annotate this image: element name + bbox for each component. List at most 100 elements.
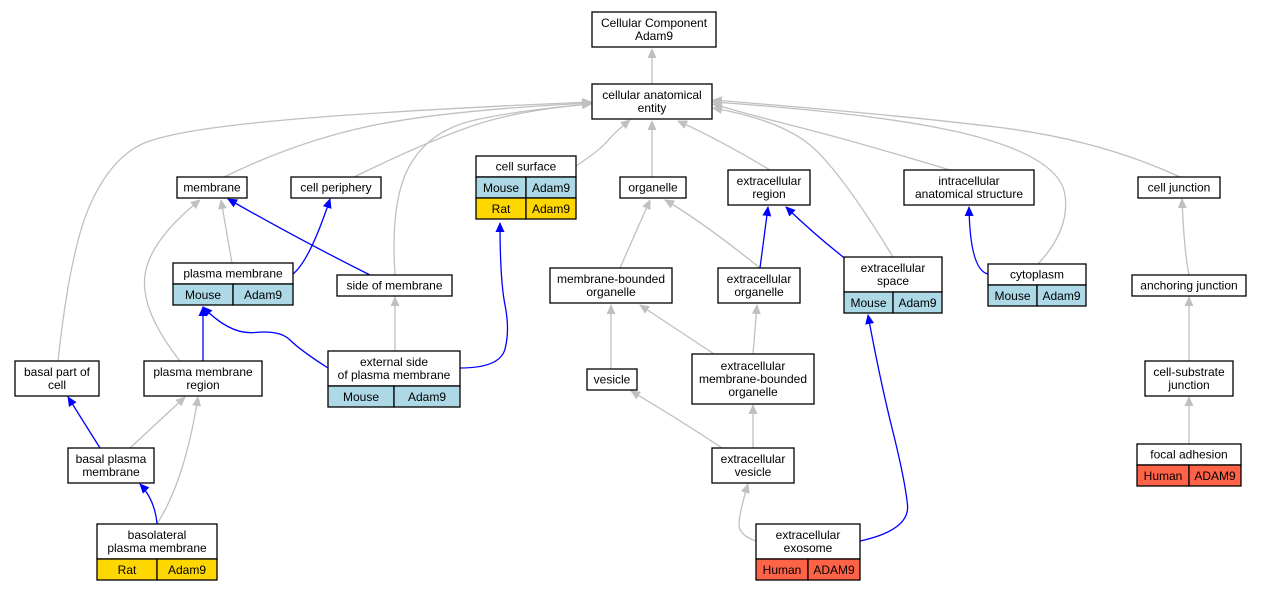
node-cytoplasm-label: cytoplasm — [1010, 268, 1064, 282]
node-cae-box — [591, 83, 713, 120]
node-focal-adhesion-species-label: Human — [1144, 469, 1183, 483]
node-basal-part-box — [14, 360, 100, 397]
node-extracellular-space-gene-label: Adam9 — [898, 296, 936, 310]
node-cell-surface-species-label: Rat — [492, 202, 511, 216]
node-membrane-label: membrane — [183, 181, 241, 195]
node-intracellular-label: intracellular — [938, 174, 999, 188]
node-pm-region-label: region — [186, 378, 219, 392]
node-cytoplasm-gene-cell — [1036, 284, 1087, 307]
edge-external-side-to-plasma-membrane — [202, 306, 329, 369]
edge-ec-mb-organelle-to-membrane-bounded — [639, 304, 715, 355]
node-cell-junction-box — [1137, 176, 1221, 199]
node-membrane-bounded-box — [549, 267, 673, 304]
node-basal-pm-box — [67, 447, 155, 484]
node-basolateral-label: plasma membrane — [107, 541, 207, 555]
node-cell-junction[interactable]: cell junction — [1137, 176, 1221, 199]
edge-cytoplasm-to-cae — [712, 98, 1067, 265]
node-vesicle-label: vesicle — [594, 373, 631, 387]
node-ec-vesicle-label: extracellular — [721, 452, 786, 466]
node-exosome-gene-label: ADAM9 — [813, 563, 855, 577]
node-membrane-box — [176, 176, 248, 199]
node-extracellular-space-label: extracellular — [861, 261, 926, 275]
node-basal-part-label: basal part of — [24, 365, 91, 379]
edge-basal-pm-to-basal-part — [67, 396, 101, 449]
edge-membrane-to-cae — [223, 98, 592, 178]
edge-plasma-membrane-to-cell-periphery — [292, 198, 332, 275]
node-extracellular-region-label: region — [752, 187, 785, 201]
edge-extracellular-space-to-cae — [712, 105, 894, 258]
node-side-of-membrane-label: side of membrane — [346, 279, 442, 293]
node-organelle[interactable]: organelle — [619, 176, 687, 199]
node-basal-pm-label: membrane — [82, 465, 140, 479]
node-cae-label: cellular anatomical — [602, 88, 701, 102]
node-organelle-box — [619, 176, 687, 199]
edge-basolateral-to-pm-region — [156, 396, 202, 525]
node-ec-vesicle-label: vesicle — [735, 465, 772, 479]
node-vesicle[interactable]: vesicle — [586, 368, 638, 391]
edge-membrane-bounded-to-organelle — [619, 199, 651, 269]
edge-extracellular-organelle-to-organelle — [664, 199, 761, 269]
edge-side-of-membrane-to-cae — [393, 100, 592, 276]
node-cell-substrate-box — [1144, 360, 1234, 397]
node-cell-junction-label: cell junction — [1148, 181, 1211, 195]
node-intracellular-label: anatomical structure — [915, 187, 1023, 201]
node-plasma-membrane-species-label: Mouse — [185, 288, 221, 302]
node-extracellular-organelle-box — [717, 267, 801, 304]
edge-anchoring-junction-to-cell-junction — [1177, 198, 1190, 276]
node-membrane[interactable]: membrane — [176, 176, 248, 199]
node-cell-periphery[interactable]: cell periphery — [290, 176, 382, 199]
edge-external-side-to-cell-surface — [459, 222, 509, 369]
node-extracellular-space-species-label: Mouse — [850, 296, 886, 310]
node-cell-surface-gene-label: Adam9 — [532, 181, 570, 195]
edge-cell-surface-to-cae — [575, 119, 631, 167]
edge-cytoplasm-to-intracellular — [964, 206, 989, 275]
node-cell-periphery-label: cell periphery — [300, 181, 371, 195]
node-cell-surface-species-label: Mouse — [483, 181, 519, 195]
edges-layer — [57, 48, 1194, 542]
node-extracellular-space-label: space — [877, 274, 909, 288]
edge-cell-junction-to-cae — [712, 96, 1181, 178]
node-external-side-label: of plasma membrane — [338, 368, 451, 382]
edge-ec-vesicle-to-vesicle — [630, 390, 723, 449]
node-basal-pm-label: basal plasma — [76, 452, 147, 466]
node-ec-mb-organelle-label: membrane-bounded — [699, 372, 807, 386]
node-basal-part-label: cell — [48, 378, 66, 392]
node-plasma-membrane-gene-cell — [232, 283, 294, 306]
node-side-of-membrane[interactable]: side of membrane — [336, 274, 453, 297]
node-root-label: Adam9 — [635, 29, 673, 43]
node-side-of-membrane-box — [336, 274, 453, 297]
node-vesicle-box — [586, 368, 638, 391]
node-external-side-species-label: Mouse — [343, 390, 379, 404]
edge-extracellular-region-to-cae — [677, 120, 771, 171]
node-external-side-label: external side — [360, 355, 428, 369]
node-cell-surface-label: cell surface — [496, 160, 557, 174]
node-focal-adhesion-gene-label: ADAM9 — [1194, 469, 1236, 483]
node-root-box — [591, 11, 717, 48]
node-extracellular-organelle-label: extracellular — [727, 272, 792, 286]
node-ec-vesicle-box — [711, 447, 795, 484]
node-exosome-label: exosome — [784, 541, 833, 555]
node-anchoring-junction[interactable]: anchoring junction — [1131, 274, 1247, 297]
node-ec-mb-organelle-label: organelle — [728, 385, 778, 399]
